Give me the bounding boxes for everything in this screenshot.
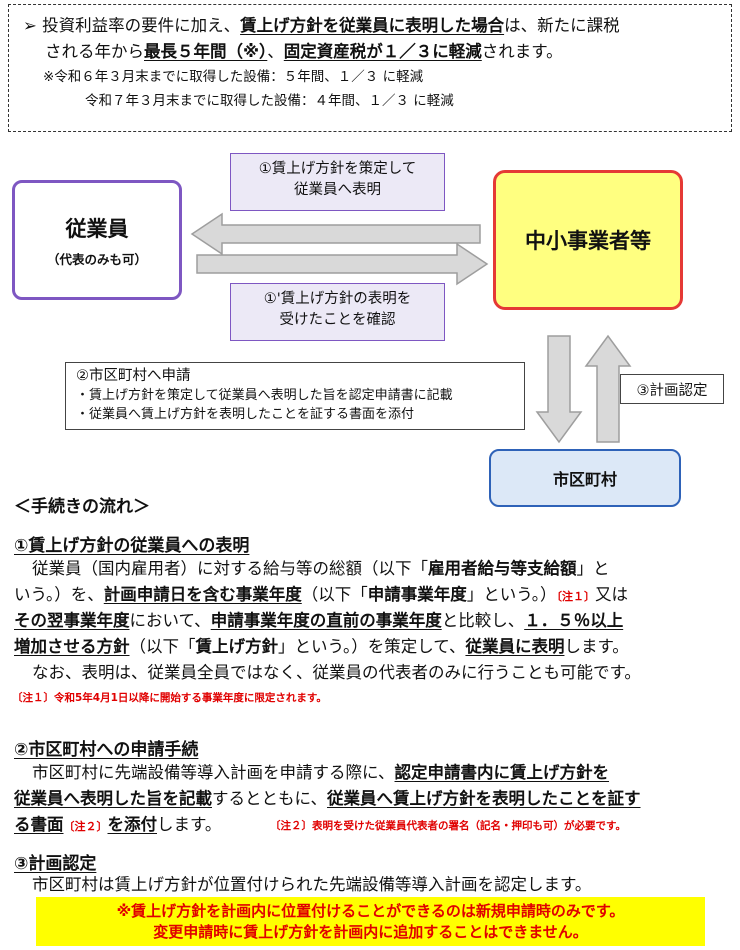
step1-footnote: 〔注１〕令和5年4月1日以降に開始する事業年度に限定されます。	[12, 692, 327, 704]
certification-box: ③計画認定	[620, 374, 724, 404]
label-announce: ①賃上げ方針を策定して 従業員へ表明	[230, 153, 445, 211]
smb-title: 中小事業者等	[525, 229, 651, 253]
city-title: 市区町村	[552, 470, 617, 489]
employee-title: 従業員	[65, 216, 129, 241]
note-line-1: ➢ 投資利益率の要件に加え、賃上げ方針を従業員に表明した場合は、新たに課税	[23, 16, 620, 35]
employee-box: 従業員 （代表のみも可）	[12, 180, 182, 300]
step2-line-2: 従業員へ表明した旨を記載するとともに、従業員へ賃上げ方針を表明したことを証す	[14, 789, 641, 808]
arrow-right-icon	[196, 242, 489, 286]
step1-line-2: いう。）を、計画申請日を含む事業年度（以下「申請事業年度」という。）〔注１〕又は	[14, 585, 629, 604]
arrow-up-icon	[584, 334, 632, 443]
smb-box: 中小事業者等	[493, 170, 683, 310]
diagram-arrows	[190, 212, 632, 444]
flow-heading: ＜手続きの流れ＞	[14, 497, 150, 517]
apply-title: ②市区町村へ申請	[76, 368, 191, 384]
notice-box: ※賃上げ方針を計画内に位置付けることができるのは新規申請時のみです。 変更申請時…	[36, 897, 705, 946]
apply-box: ②市区町村へ申請 ・賃上げ方針を策定して従業員へ表明した旨を認定申請書に記載 ・…	[65, 362, 525, 430]
label-confirm: ①'賃上げ方針の表明を 受けたことを確認	[230, 283, 445, 341]
step2-line-3: る書面〔注２〕を添付します。	[14, 815, 222, 834]
step2-title: ②市区町村への申請手続	[14, 740, 199, 760]
notice-line-1: ※賃上げ方針を計画内に位置付けることができるのは新規申請時のみです。	[116, 902, 625, 920]
apply-item-1: ・賃上げ方針を策定して従業員へ表明した旨を認定申請書に記載	[76, 388, 453, 403]
apply-item-2: ・従業員へ賃上げ方針を表明したことを証する書面を添付	[76, 407, 415, 422]
step1-line-4: 増加させる方針（以下「賃上げ方針」という。）を策定して、従業員に表明します。	[14, 637, 629, 656]
arrow-down-icon	[535, 335, 583, 444]
step3-title: ③計画認定	[14, 854, 97, 874]
step1-line-5: なお、表明は、従業員全員ではなく、従業員の代表者のみに行うことも可能です。	[32, 663, 641, 682]
step2-footnote: 〔注２〕表明を受けた従業員代表者の署名（記名・押印も可）が必要です。	[270, 820, 626, 832]
notice-line-2: 変更申請時に賃上げ方針を計画内に追加することはできません。	[153, 923, 588, 941]
step3-line-1: 市区町村は賃上げ方針が位置付けられた先端設備等導入計画を認定します。	[32, 875, 592, 894]
note-box: ➢ 投資利益率の要件に加え、賃上げ方針を従業員に表明した場合は、新たに課税 され…	[8, 4, 732, 132]
bullet-icon: ➢	[23, 16, 37, 35]
employee-subtitle: （代表のみも可）	[46, 251, 147, 267]
step1-line-1: 従業員（国内雇用者）に対する給与等の総額（以下「雇用者給与等支給額」と	[32, 559, 610, 578]
arrow-left-icon	[190, 212, 481, 256]
note-line-2: される年から最長５年間（※）、固定資産税が１／３に軽減されます。	[45, 42, 563, 61]
step1-line-3: その翌事業年度において、申請事業年度の直前の事業年度と比較し、１．５％以上	[14, 611, 624, 630]
city-box: 市区町村	[489, 449, 681, 507]
note-sub-2: 令和７年３月末までに取得した設備：４年間、１／３ に軽減	[85, 93, 454, 109]
step1-title: ①賃上げ方針の従業員への表明	[14, 536, 250, 556]
note-sub-1: ※令和６年３月末までに取得した設備：５年間、１／３ に軽減	[43, 69, 424, 85]
step2-line-1: 市区町村に先端設備等導入計画を申請する際に、認定申請書内に賃上げ方針を	[32, 763, 610, 782]
